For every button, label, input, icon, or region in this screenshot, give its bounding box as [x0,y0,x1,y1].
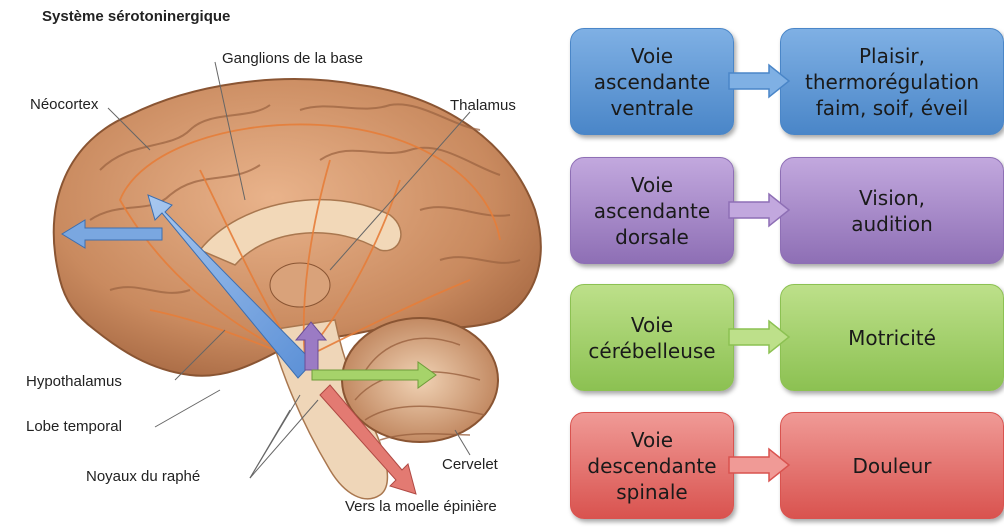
label-thalamus: Thalamus [450,97,516,114]
brain-illustration [0,0,560,529]
pathway-target-label: Douleur [852,453,931,479]
pathway-source-label: Voie ascendante dorsale [594,172,710,250]
pathway-source-box: Voie descendante spinale [570,412,734,519]
pathway-source-label: Voie descendante spinale [587,427,716,505]
pathway-source-label: Voie ascendante ventrale [594,43,710,121]
brain-illustration-panel: Système sérotoninergique Ganglions de la… [0,0,560,529]
pathway-target-label: Vision, audition [851,185,933,237]
label-neocortex: Néocortex [30,96,98,113]
pathway-arrow-shape [729,449,789,481]
thalamus-shape [270,263,330,307]
pathway-target-box: Douleur [780,412,1004,519]
pathway-target-label: Motricité [848,325,936,351]
pathway-target-box: Vision, audition [780,157,1004,264]
pathway-arrow-shape [729,65,789,97]
pathway-target-box: Plaisir, thermorégulation faim, soif, év… [780,28,1004,135]
pathway-target-box: Motricité [780,284,1004,391]
pathway-arrow [725,190,795,230]
pathway-arrow [725,445,795,485]
label-lobe-temporal: Lobe temporal [26,418,122,435]
pathway-arrow-shape [729,321,789,353]
pathway-source-box: Voie ascendante ventrale [570,28,734,135]
pathway-arrow-shape [729,194,789,226]
pathway-source-box: Voie cérébelleuse [570,284,734,391]
pathway-arrow [725,61,795,101]
label-hypothalamus: Hypothalamus [26,373,122,390]
pathway-source-box: Voie ascendante dorsale [570,157,734,264]
label-ganglions: Ganglions de la base [222,50,363,67]
label-cervelet: Cervelet [442,456,498,473]
pathways-panel: Voie ascendante ventrale Plaisir, thermor… [565,0,1004,529]
label-noyaux-raphe: Noyaux du raphé [86,468,200,485]
label-moelle: Vers la moelle épinière [345,498,497,515]
brain-title: Système sérotoninergique [42,8,230,25]
pathway-source-label: Voie cérébelleuse [588,312,715,364]
pathway-arrow [725,317,795,357]
pathway-target-label: Plaisir, thermorégulation faim, soif, év… [805,43,979,121]
